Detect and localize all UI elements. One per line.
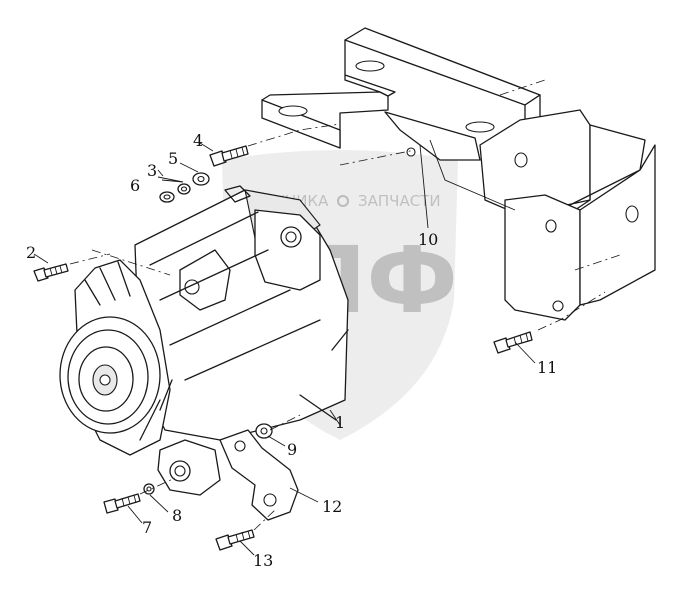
bolt-part-13 bbox=[215, 529, 255, 551]
callout-7: 7 bbox=[142, 518, 152, 537]
leader-lines bbox=[33, 142, 536, 556]
callout-2: 2 bbox=[26, 243, 36, 262]
callout-3: 3 bbox=[147, 161, 157, 180]
callout-5: 5 bbox=[168, 149, 178, 168]
callout-9: 9 bbox=[287, 440, 297, 459]
bolt-part-4 bbox=[209, 145, 249, 167]
callout-13: 13 bbox=[253, 551, 273, 570]
assembly-lines bbox=[69, 79, 621, 531]
washer-part-3 bbox=[177, 183, 191, 195]
nut-part-5 bbox=[192, 172, 210, 186]
callout-1: 1 bbox=[335, 413, 345, 432]
watermark-gear-icon bbox=[337, 195, 349, 207]
callout-8: 8 bbox=[172, 506, 182, 525]
bolt-part-2 bbox=[33, 263, 69, 282]
watermark-top-text-right: ЗАПЧАСТИ bbox=[358, 192, 441, 210]
callout-6: 6 bbox=[130, 176, 140, 195]
washer-part-8 bbox=[143, 483, 155, 495]
adjusting-arm-part-12 bbox=[219, 429, 299, 521]
washer-part-6 bbox=[159, 191, 175, 203]
bolt-part-11 bbox=[493, 331, 533, 354]
callout-10: 10 bbox=[418, 230, 438, 249]
callout-4: 4 bbox=[193, 131, 203, 150]
alternator-part-1 bbox=[59, 185, 349, 496]
nut-part-9 bbox=[255, 423, 273, 439]
callout-labels: 1 2 3 4 5 6 7 8 9 10 11 12 13 bbox=[26, 131, 557, 570]
callout-12: 12 bbox=[322, 497, 342, 516]
mounting-bracket-part-10 bbox=[261, 27, 656, 321]
callout-11: 11 bbox=[537, 358, 557, 377]
bolt-part-7 bbox=[103, 493, 141, 514]
